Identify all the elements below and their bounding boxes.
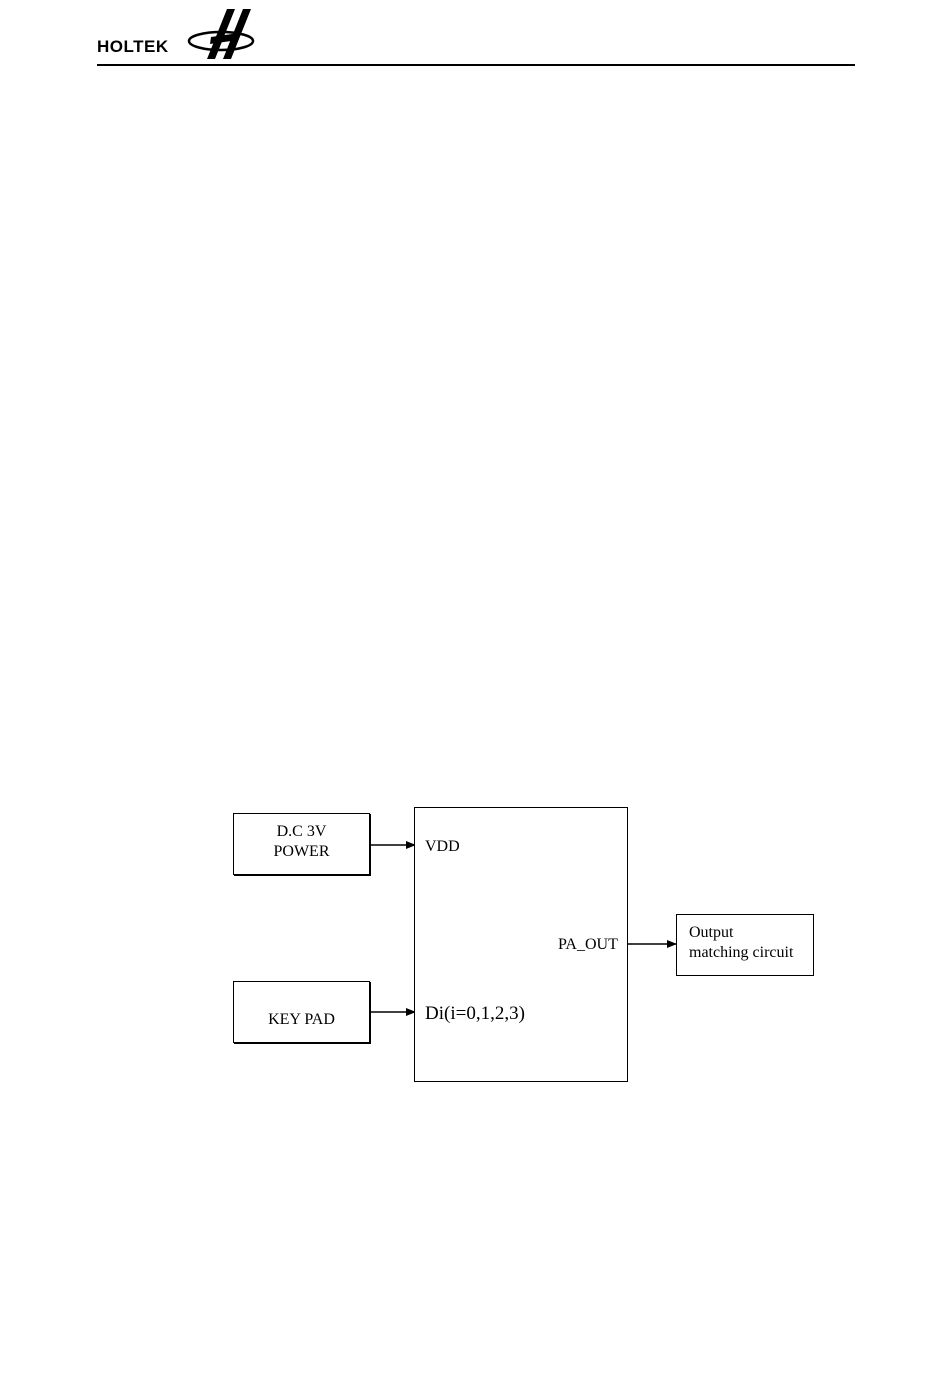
power-block-line2: POWER — [234, 842, 369, 861]
output-matching-block: Output matching circuit — [676, 914, 814, 976]
keypad-block: KEY PAD — [233, 981, 370, 1043]
power-block-line1: D.C 3V — [234, 822, 369, 841]
keypad-block-label: KEY PAD — [234, 1010, 369, 1029]
output-block-line1: Output — [689, 923, 733, 942]
data-pins-label: Di(i=0,1,2,3) — [425, 1003, 525, 1025]
output-block-line2: matching circuit — [689, 943, 793, 962]
pa-out-pin-label: PA_OUT — [558, 935, 618, 954]
vdd-pin-label: VDD — [425, 837, 460, 856]
power-block: D.C 3V POWER — [233, 813, 370, 875]
